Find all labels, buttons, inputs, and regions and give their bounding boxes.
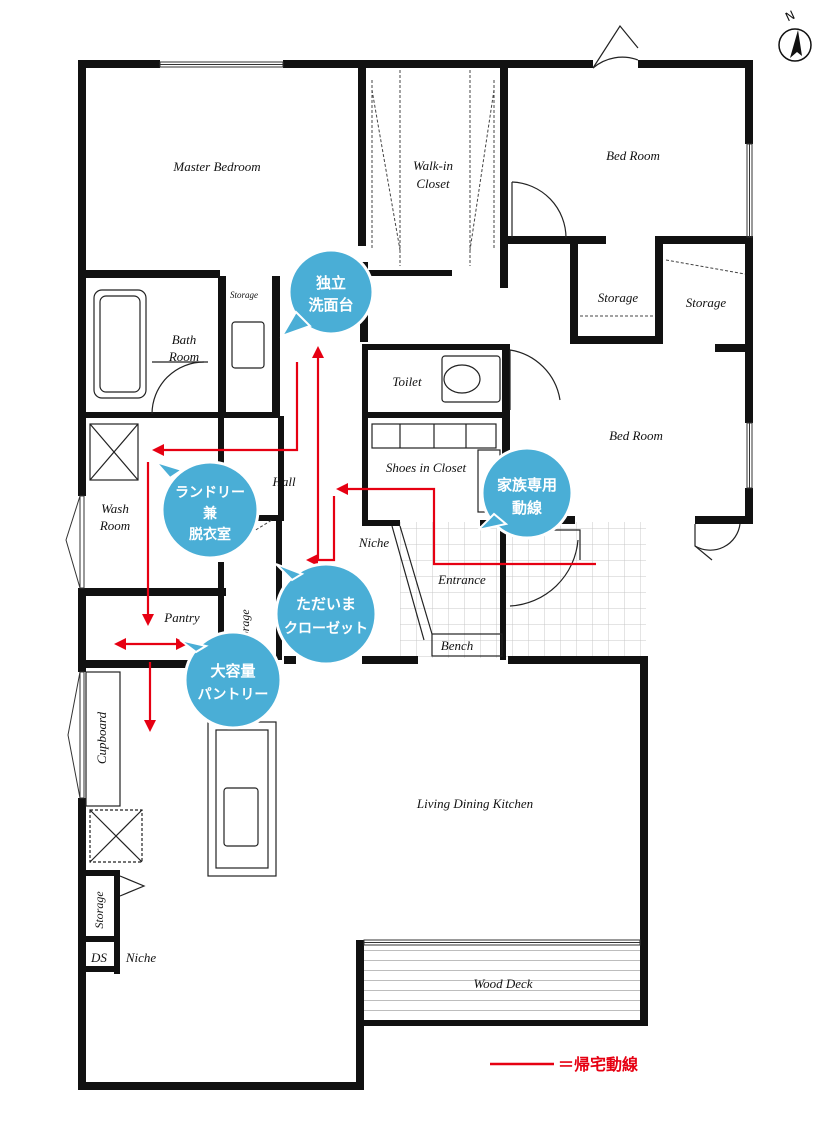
pantry-label: Pantry	[163, 610, 200, 625]
entrance-label: Entrance	[437, 572, 486, 587]
storage-east-label: Storage	[686, 295, 727, 310]
bed-room-north-label: Bed Room	[606, 148, 660, 163]
wash-label-2: Room	[99, 518, 130, 533]
fixtures	[85, 289, 503, 877]
callout-welcome-closet-line-2: クローゼット	[284, 620, 368, 637]
return-home-route	[122, 352, 596, 722]
callout-big-pantry-line-1: 大容量	[210, 662, 255, 680]
walk-in-label-1: Walk-in	[413, 158, 453, 173]
callout-family-route-line-2: 動線	[512, 499, 542, 517]
toilet-label: Toilet	[392, 374, 422, 389]
bath-label-2: Room	[168, 349, 199, 364]
callout-big-pantry: 大容量 パントリー	[179, 630, 283, 730]
legend-label: ＝帰宅動線	[558, 1055, 638, 1074]
wood-deck-label: Wood Deck	[473, 976, 532, 991]
bench-label: Bench	[441, 638, 473, 653]
master-bedroom-label: Master Bedroom	[172, 159, 260, 174]
callout-welcome-closet-line-1: ただいま	[296, 595, 356, 613]
compass-icon: N	[778, 8, 812, 62]
niche-hall-label: Niche	[358, 535, 390, 550]
storage-small-label: Storage	[230, 290, 258, 300]
walk-in-label-2: Closet	[416, 176, 450, 191]
route-arrowheads	[114, 346, 348, 732]
storage-mid-label: Storage	[598, 290, 639, 305]
closet-fittings	[225, 70, 746, 549]
callout-washstand: 独立 洗面台	[279, 248, 375, 338]
doors	[119, 24, 741, 897]
wood-deck-floor	[362, 945, 640, 1023]
callout-family-route-line-1: 家族専用	[497, 476, 557, 494]
callout-washstand-line-1: 独立	[316, 274, 346, 292]
niche-lower-label: Niche	[125, 950, 157, 965]
ds-label: DS	[90, 950, 107, 965]
callout-washstand-line-2: 洗面台	[308, 296, 353, 314]
storage-lower-label: Storage	[92, 891, 106, 929]
shoes-in-closet-label: Shoes in Closet	[386, 460, 467, 475]
callout-laundry-line-1: ランドリー	[175, 485, 245, 501]
callout-laundry-line-3: 脱衣室	[189, 526, 231, 543]
cupboard-label: Cupboard	[94, 711, 109, 764]
living-dining-kitchen-label: Living Dining Kitchen	[416, 796, 533, 811]
hall-label: Hall	[271, 474, 296, 489]
bath-label-1: Bath	[172, 332, 197, 347]
windows	[65, 61, 753, 946]
bed-room-east-label: Bed Room	[609, 428, 663, 443]
entrance-tile	[400, 522, 646, 658]
callout-laundry: ランドリー 兼 脱衣室	[152, 460, 260, 560]
callout-big-pantry-line-2: パントリー	[198, 687, 269, 703]
callout-family-route: 家族専用 動線	[474, 446, 574, 540]
callout-laundry-line-2: 兼	[203, 505, 218, 522]
wash-label-1: Wash	[101, 501, 129, 516]
compass-letter: N	[783, 8, 797, 24]
callout-welcome-closet: ただいま クローゼット	[274, 562, 378, 666]
